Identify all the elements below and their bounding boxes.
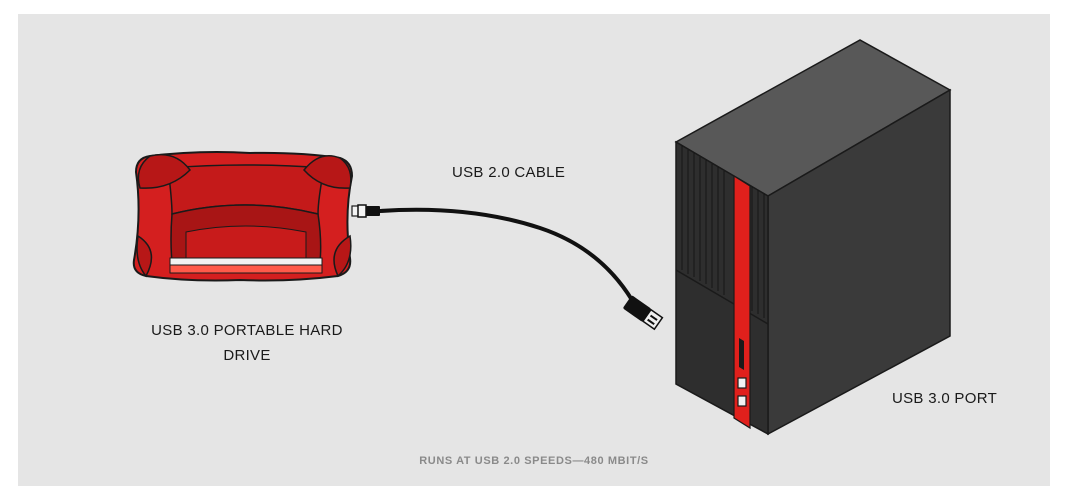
drive-front-strip — [169, 257, 323, 266]
drive-label: USB 3.0 PORTABLE HARD DRIVE — [151, 322, 343, 364]
cable-usb-a-connector — [641, 308, 664, 331]
tower-front-usb-port-2 — [737, 395, 747, 407]
port-label: USB 3.0 PORT — [892, 390, 998, 407]
tower-front-usb-port-1 — [737, 377, 747, 389]
speed-footnote: RUNS AT USB 2.0 SPEEDS—480 MBIT/S — [419, 455, 649, 467]
cable-wire — [378, 207, 634, 302]
cable-micro-connector — [357, 204, 367, 218]
portable-hard-drive-icon — [132, 151, 361, 282]
cable-label: USB 2.0 CABLE — [452, 164, 566, 181]
tower-optical-slot — [739, 338, 744, 370]
desktop-tower-icon — [674, 39, 952, 436]
tower-red-accent — [733, 174, 751, 430]
usb-cable-icon — [357, 204, 664, 331]
